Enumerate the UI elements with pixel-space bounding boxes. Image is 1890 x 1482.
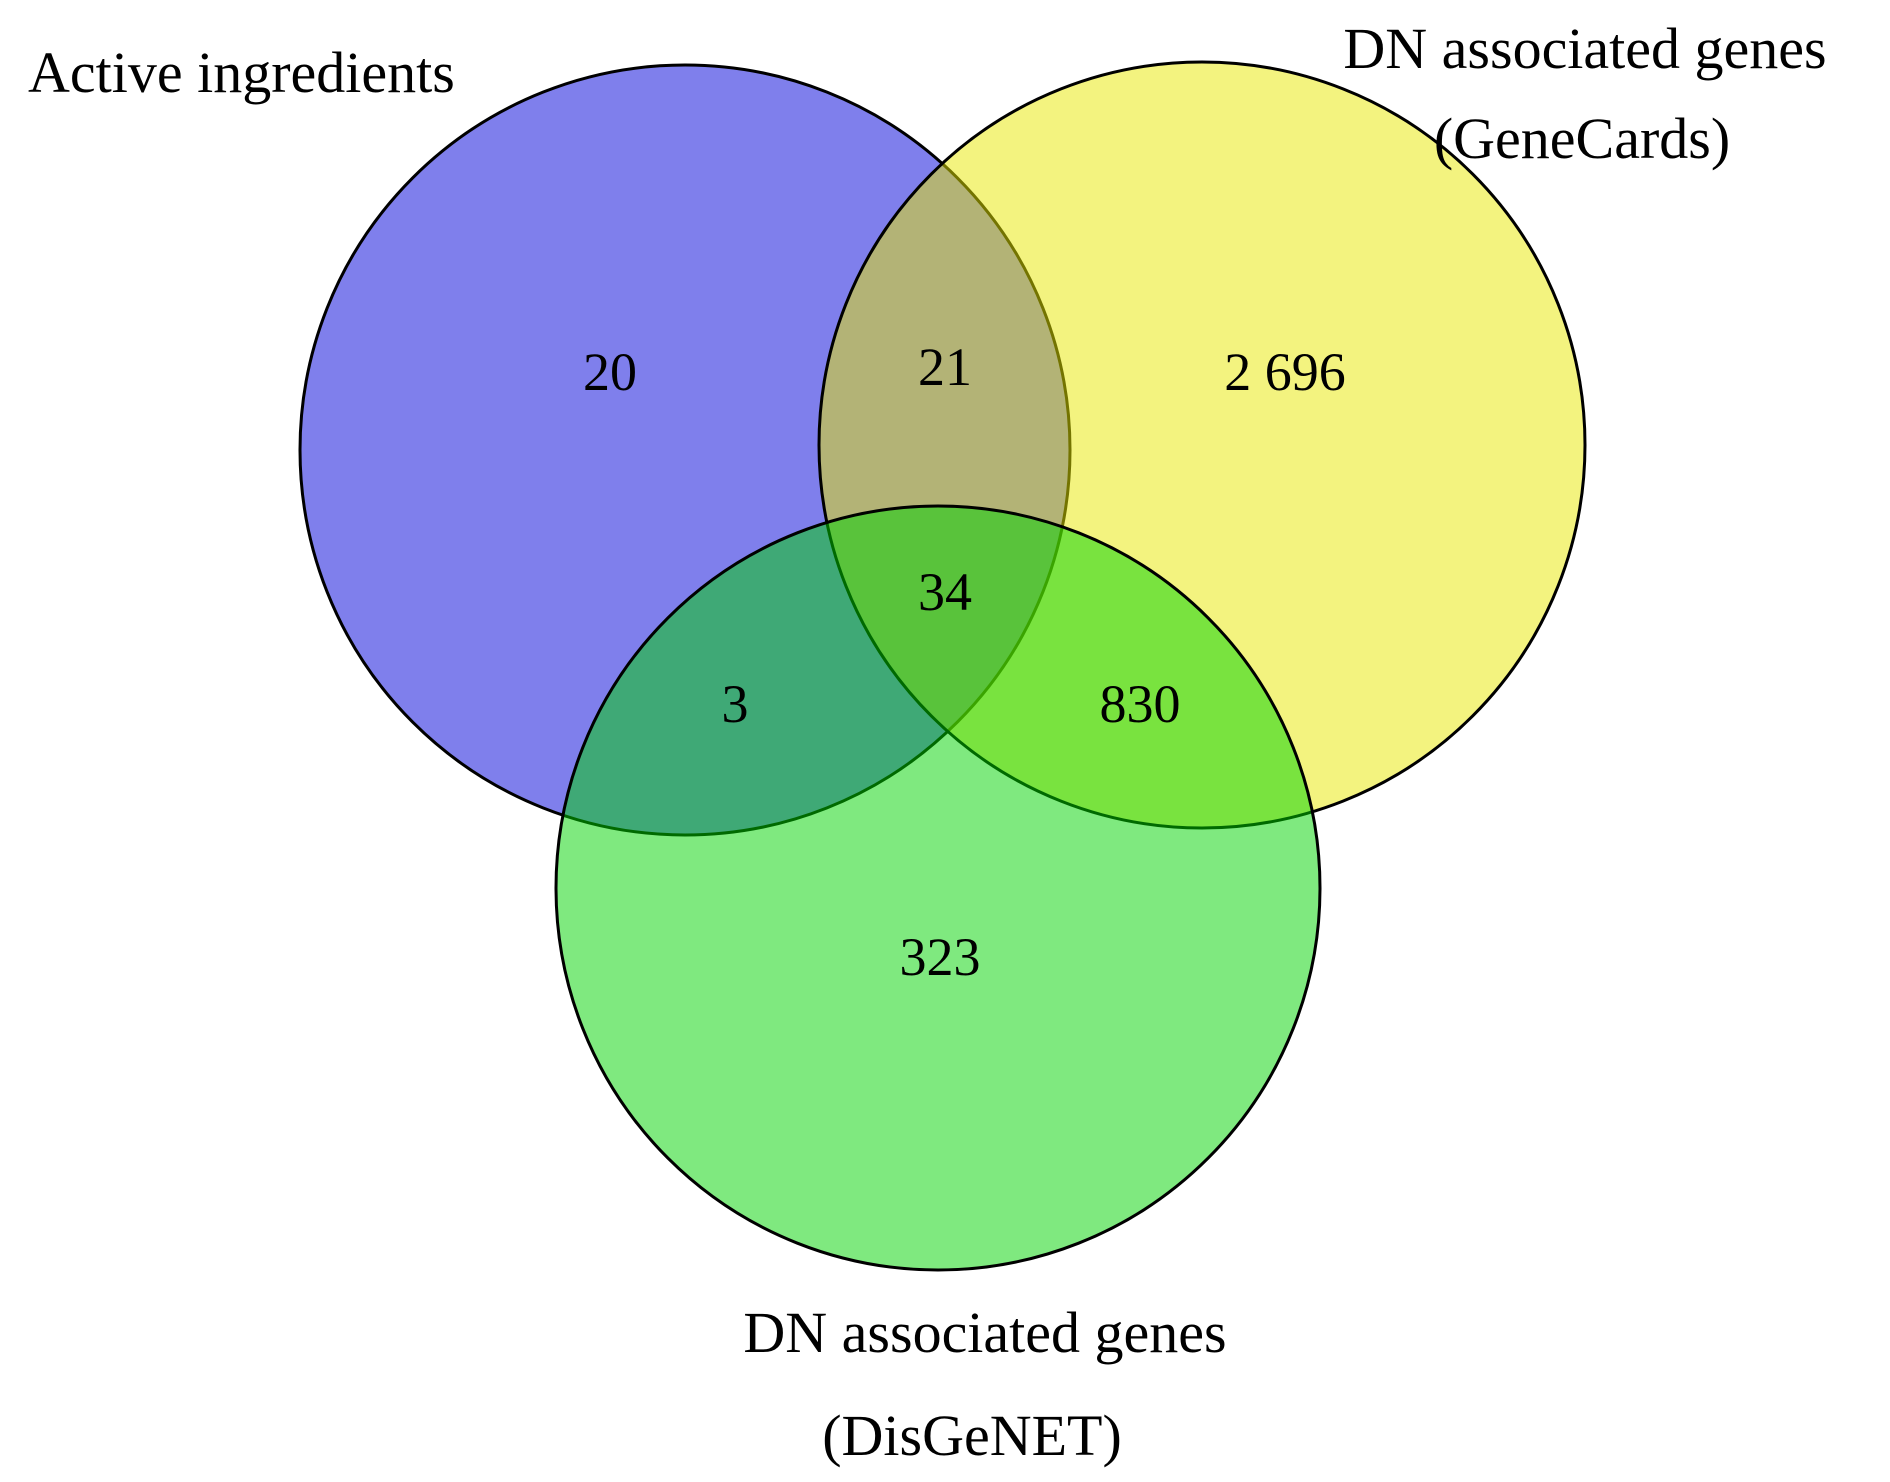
circle-disgenet <box>554 504 1322 1272</box>
label-genecards-line1: DN associated genes <box>1343 16 1826 81</box>
venn-counts: 20 21 2 696 34 3 830 323 <box>583 337 1346 987</box>
count-disgenet-only: 323 <box>900 927 981 987</box>
label-genecards-line2: (GeneCards) <box>1434 106 1730 171</box>
label-active-ingredients: Active ingredients <box>28 40 455 105</box>
venn-labels: Active ingredients DN associated genes (… <box>28 16 1827 1468</box>
count-all-three: 34 <box>918 562 972 622</box>
count-active-only: 20 <box>583 342 637 402</box>
label-disgenet-line1: DN associated genes <box>743 1300 1226 1365</box>
label-disgenet-line2: (DisGeNET) <box>822 1403 1122 1468</box>
venn-circles <box>298 60 1587 1272</box>
count-active-genecards: 21 <box>918 337 972 397</box>
count-genecards-disgenet: 830 <box>1100 674 1181 734</box>
count-genecards-only: 2 696 <box>1224 342 1346 402</box>
count-active-disgenet: 3 <box>722 674 749 734</box>
